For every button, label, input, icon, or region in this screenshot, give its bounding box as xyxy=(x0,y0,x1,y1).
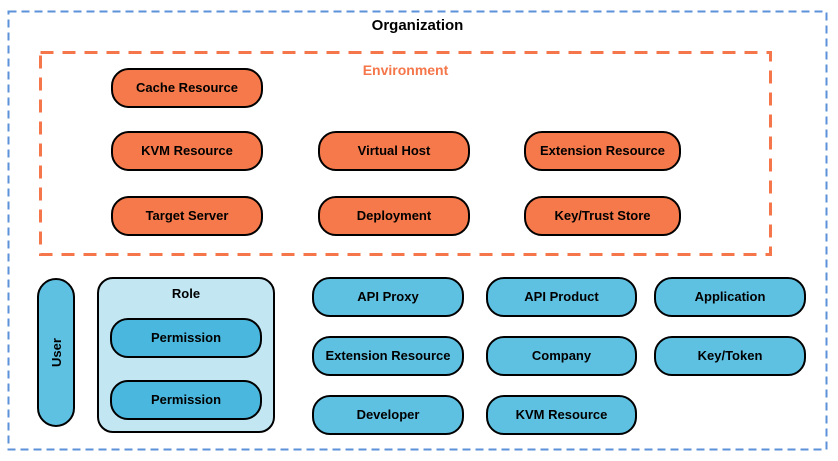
org-pill-extension-resource: Extension Resource xyxy=(312,336,464,376)
org-pill-api-product: API Product xyxy=(486,277,637,317)
env-pill-key-trust-store: Key/Trust Store xyxy=(524,196,681,236)
organization-title: Organization xyxy=(371,17,464,34)
org-pill-api-proxy: API Proxy xyxy=(312,277,464,317)
env-pill-virtual-host: Virtual Host xyxy=(318,131,470,171)
env-pill-deployment: Deployment xyxy=(318,196,470,236)
org-pill-developer: Developer xyxy=(312,395,464,435)
permission-pill: Permission xyxy=(110,380,262,420)
org-pill-kvm-resource: KVM Resource xyxy=(486,395,637,435)
env-pill-cache-resource: Cache Resource xyxy=(111,68,263,108)
env-pill-target-server: Target Server xyxy=(111,196,263,236)
env-pill-kvm-resource: KVM Resource xyxy=(111,131,263,171)
env-pill-extension-resource: Extension Resource xyxy=(524,131,681,171)
org-pill-company: Company xyxy=(486,336,637,376)
user-pill-label: User xyxy=(48,338,64,367)
user-pill: User xyxy=(37,278,75,427)
org-pill-application: Application xyxy=(654,277,806,317)
environment-title: Environment xyxy=(362,62,449,78)
organization-boundary xyxy=(7,10,828,451)
permission-pill: Permission xyxy=(110,318,262,358)
environment-boundary xyxy=(39,51,772,256)
org-pill-key-token: Key/Token xyxy=(654,336,806,376)
role-label: Role xyxy=(171,286,201,301)
